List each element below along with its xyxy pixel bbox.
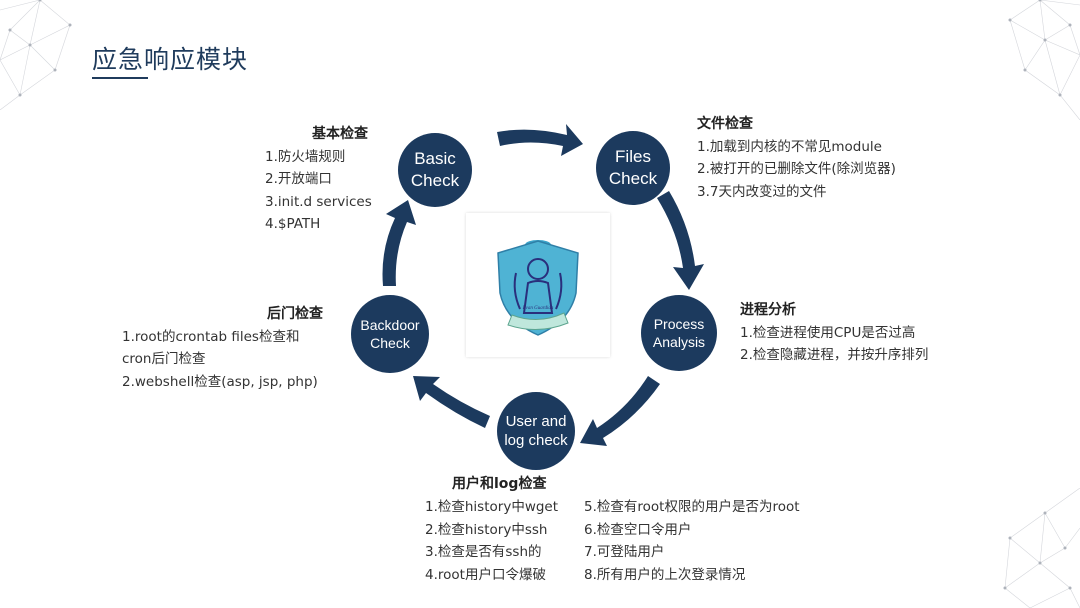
files-check-item: 2.被打开的已删除文件(除浏览器)	[697, 161, 896, 177]
node-basic-check: Basic Check	[398, 133, 472, 207]
basic-check-item: 2.开放端口	[265, 171, 332, 187]
files-check-block: 文件检查 1.加载到内核的不常见module 2.被打开的已删除文件(除浏览器)…	[697, 113, 896, 203]
user-log-left-block: 1.检查history中wget 2.检查history中ssh 3.检查是否有…	[425, 496, 558, 586]
node-backdoor-check: Backdoor Check	[351, 295, 429, 373]
files-check-heading: 文件检查	[697, 116, 753, 132]
basic-check-item: 3.init.d services	[265, 193, 372, 210]
backdoor-check-block: 后门检查 1.root的crontab files检查和 cron后门检查 2.…	[122, 303, 323, 393]
arrow-user-to-backdoor	[413, 376, 490, 428]
backdoor-check-item: 1.root的crontab files检查和	[122, 328, 300, 345]
user-log-item: 3.检查是否有ssh的	[425, 544, 542, 560]
user-log-right-block: 5.检查有root权限的用户是否为root 6.检查空口令用户 7.可登陆用户 …	[584, 496, 800, 586]
backdoor-check-item: 2.webshell检查(asp, jsp, php)	[122, 373, 318, 390]
user-log-heading: 用户和log检查	[452, 473, 546, 496]
user-log-item: 7.可登陆用户	[584, 544, 665, 560]
process-analysis-item: 2.检查隐藏进程，并按升序排列	[740, 347, 929, 363]
arrow-basic-to-files	[497, 124, 583, 156]
title-underline	[92, 77, 148, 79]
node-user-log-check: User and log check	[497, 392, 575, 470]
logo-box: Evan Guardian	[466, 213, 610, 357]
arrow-files-to-process	[657, 191, 704, 290]
network-decoration-top-right	[1008, 0, 1080, 120]
basic-check-item: 1.防火墙规则	[265, 148, 346, 165]
user-log-check-heading: 用户和log检查	[452, 476, 547, 492]
logo-text: Evan Guardian	[522, 306, 554, 311]
basic-check-item: 4.$PATH	[265, 216, 321, 232]
backdoor-check-item: cron后门检查	[122, 351, 206, 367]
files-check-item: 3.7天内改变过的文件	[697, 183, 827, 200]
user-log-item: 8.所有用户的上次登录情况	[584, 566, 746, 583]
network-decoration-top-left	[0, 0, 72, 110]
node-files-check: Files Check	[596, 131, 670, 205]
basic-check-heading: 基本检查	[312, 126, 368, 142]
backdoor-check-heading: 后门检查	[267, 306, 323, 322]
user-log-item: 1.检查history中wget	[425, 499, 559, 515]
node-process-analysis: Process Analysis	[641, 295, 717, 371]
user-log-item: 4.root用户口令爆破	[425, 566, 546, 583]
files-check-item: 1.加载到内核的不常见module	[697, 138, 882, 155]
arrow-process-to-user	[580, 376, 660, 446]
angel-shield-logo: Evan Guardian	[497, 240, 579, 336]
arrow-backdoor-to-basic	[382, 200, 416, 286]
page-title: 应急响应模块	[92, 45, 249, 74]
network-decoration-bottom-right	[1003, 488, 1080, 608]
basic-check-block: 基本检查 1.防火墙规则 2.开放端口 3.init.d services 4.…	[265, 123, 372, 236]
user-log-item: 2.检查history中ssh	[425, 521, 548, 538]
process-analysis-block: 进程分析 1.检查进程使用CPU是否过高 2.检查隐藏进程，并按升序排列	[740, 299, 928, 367]
user-log-item: 5.检查有root权限的用户是否为root	[584, 499, 800, 515]
user-log-item: 6.检查空口令用户	[584, 521, 692, 538]
process-analysis-heading: 进程分析	[740, 302, 796, 318]
process-analysis-item: 1.检查进程使用CPU是否过高	[740, 324, 916, 341]
